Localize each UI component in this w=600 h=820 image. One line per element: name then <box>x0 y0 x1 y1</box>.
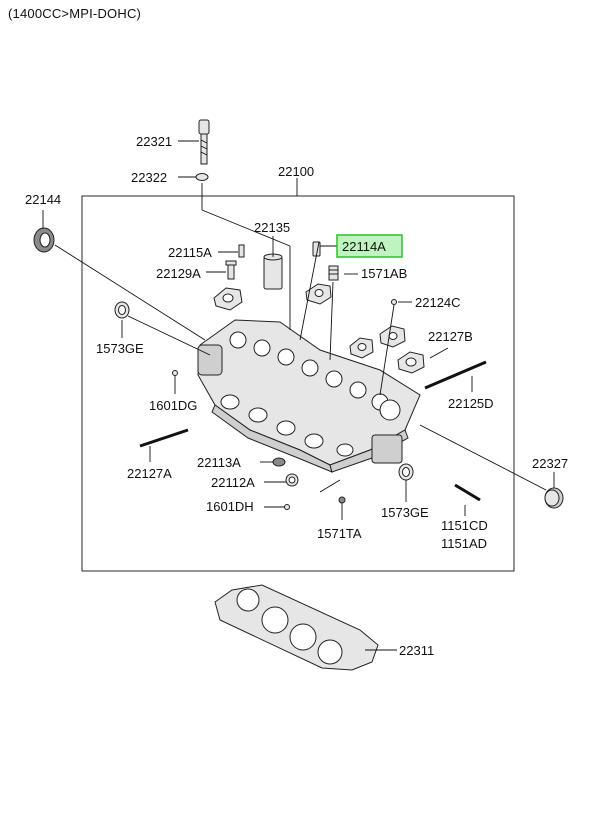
label-22115a[interactable]: 22115A <box>168 245 212 260</box>
label-1571ab[interactable]: 1571AB <box>361 266 407 281</box>
diagram-header: (1400CC>MPI-DOHC) <box>8 6 142 21</box>
pin-22115a[interactable] <box>238 244 245 258</box>
highlight-22114a <box>336 234 403 258</box>
cam-cap-22124c-a[interactable] <box>349 337 374 359</box>
label-22311[interactable]: 22311 <box>399 643 434 658</box>
plug-1571ta[interactable] <box>338 496 346 504</box>
cam-cap-left[interactable] <box>213 287 243 311</box>
tappet-22135[interactable] <box>263 253 283 290</box>
label-1151ad[interactable]: 1151AD <box>441 536 487 551</box>
cylinder-head[interactable] <box>197 319 421 473</box>
stud-1151cd[interactable] <box>454 483 481 502</box>
label-1573ge-left[interactable]: 1573GE <box>96 341 144 356</box>
plug-22327[interactable] <box>544 487 564 509</box>
label-22127a[interactable]: 22127A <box>127 466 172 481</box>
pin-22124c[interactable] <box>391 299 397 305</box>
label-22144[interactable]: 22144 <box>25 192 61 207</box>
label-22125d[interactable]: 22125D <box>448 396 494 411</box>
oil-seal-22144[interactable] <box>33 227 55 253</box>
stud-22127a[interactable] <box>139 428 189 448</box>
label-1151cd[interactable]: 1151CD <box>441 518 488 533</box>
label-22321[interactable]: 22321 <box>136 134 172 149</box>
head-gasket-22311[interactable] <box>214 584 379 671</box>
label-22114a[interactable]: 22114A <box>342 239 386 254</box>
bolt-22129a[interactable] <box>225 260 237 280</box>
label-1601dh[interactable]: 1601DH <box>206 499 254 514</box>
label-22322[interactable]: 22322 <box>131 170 167 185</box>
seal-1573ge-left[interactable] <box>114 301 130 319</box>
plug-1571ab[interactable] <box>328 265 339 281</box>
bolt-22321[interactable] <box>198 119 210 165</box>
label-1601dg[interactable]: 1601DG <box>149 398 197 413</box>
cam-cap-mid[interactable] <box>305 283 332 305</box>
seat-22112a[interactable] <box>285 473 299 487</box>
seal-1573ge-right[interactable] <box>398 463 414 481</box>
plug-1601dh[interactable] <box>284 504 290 510</box>
label-22135[interactable]: 22135 <box>254 220 290 235</box>
label-22127b[interactable]: 22127B <box>428 329 473 344</box>
cam-cap-22127b[interactable] <box>397 351 425 374</box>
label-22113a[interactable]: 22113A <box>197 455 241 470</box>
label-22124c[interactable]: 22124C <box>415 295 461 310</box>
plug-1601dg[interactable] <box>172 370 178 376</box>
label-22327[interactable]: 22327 <box>532 456 568 471</box>
stud-22125d[interactable] <box>424 360 487 390</box>
label-22100[interactable]: 22100 <box>278 164 314 179</box>
assembly-frame <box>81 195 515 572</box>
washer-22322[interactable] <box>195 173 209 181</box>
label-1573ge-right[interactable]: 1573GE <box>381 505 429 520</box>
cam-cap-22124c-b[interactable] <box>379 325 406 348</box>
label-22129a[interactable]: 22129A <box>156 266 201 281</box>
seal-22113a[interactable] <box>272 457 286 467</box>
label-1571ta[interactable]: 1571TA <box>317 526 362 541</box>
label-22112a[interactable]: 22112A <box>211 475 255 490</box>
